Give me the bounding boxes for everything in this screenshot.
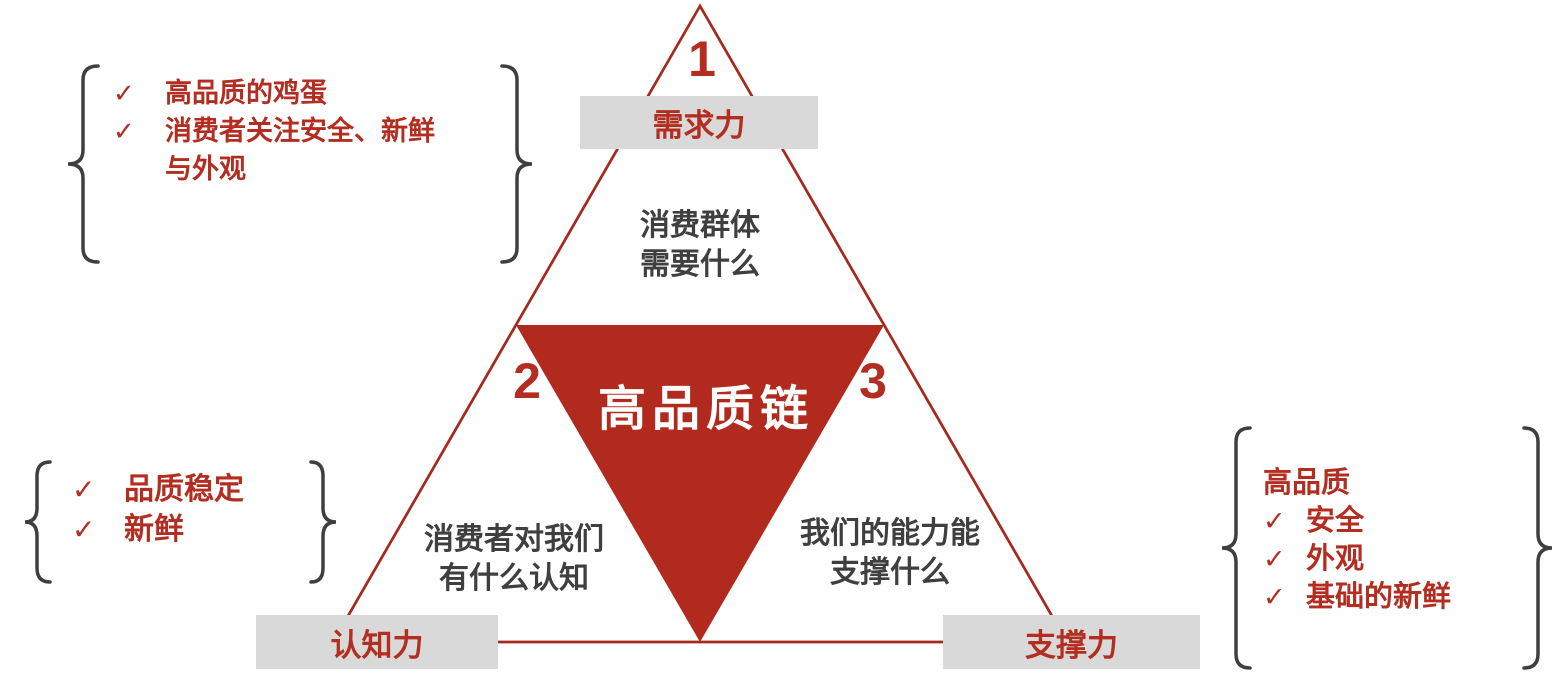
check-icon: ✓ — [1263, 582, 1286, 612]
list-item: ✓ 安全 — [1263, 502, 1451, 540]
bottom-left-close-brace — [309, 460, 337, 584]
check-icon: ✓ — [1263, 544, 1286, 574]
list-item: 与外观 — [113, 150, 435, 188]
list-item-text: 品质稳定 — [124, 473, 244, 506]
support-question: 我们的能力能 支撑什么 — [800, 517, 980, 589]
vertex-number-right: 3 — [859, 353, 887, 409]
top-left-close-brace — [500, 64, 533, 264]
bottom-left-annotation: ✓ 品质稳定 ✓ 新鲜 — [72, 470, 244, 550]
brace-group — [24, 64, 1553, 670]
list-item: ✓ 消费者关注安全、新鲜 — [113, 112, 435, 150]
list-item-text: 安全 — [1306, 505, 1365, 537]
demand-label: 需求力 — [652, 108, 746, 143]
cognition-question: 消费者对我们 有什么认知 — [424, 523, 604, 595]
top-left-open-brace — [67, 64, 100, 264]
bottom-left-open-brace — [24, 460, 52, 584]
inner-triangle — [516, 325, 884, 642]
list-item: 高品质 — [1263, 464, 1451, 502]
demand-question: 消费群体 需要什么 — [640, 209, 760, 281]
vertex-number-top: 1 — [688, 31, 716, 87]
list-item-text: 高品质 — [1263, 467, 1351, 499]
right-annotation: 高品质 ✓ 安全 ✓ 外观 ✓ 基础的新鲜 — [1263, 464, 1451, 616]
demand-label-box: 需求力 — [580, 96, 818, 149]
support-label-box: 支撑力 — [943, 615, 1200, 669]
list-item-text: 与外观 — [165, 154, 246, 184]
right-open-brace — [1221, 426, 1252, 670]
list-item-text: 外观 — [1306, 543, 1365, 575]
list-item-text: 新鲜 — [124, 513, 184, 546]
support-label: 支撑力 — [1025, 627, 1118, 663]
list-item-text: 基础的新鲜 — [1306, 581, 1452, 613]
check-icon: ✓ — [1263, 506, 1286, 536]
cognition-label-box: 认知力 — [256, 615, 498, 669]
list-item: ✓ 品质稳定 — [72, 470, 244, 510]
list-item: ✓ 外观 — [1263, 540, 1451, 578]
check-icon: ✓ — [72, 514, 96, 545]
list-item: ✓ 高品质的鸡蛋 — [113, 74, 435, 112]
check-icon: ✓ — [113, 78, 135, 108]
center-title: 高品质链 — [597, 383, 815, 436]
check-icon: ✓ — [113, 116, 135, 146]
list-item: ✓ 新鲜 — [72, 510, 244, 550]
right-close-brace — [1522, 426, 1553, 670]
check-icon: ✓ — [72, 474, 96, 505]
cognition-label: 认知力 — [330, 627, 424, 663]
top-left-annotation: ✓ 高品质的鸡蛋 ✓ 消费者关注安全、新鲜 与外观 — [113, 74, 435, 188]
vertex-number-left: 2 — [513, 353, 541, 409]
list-item-text: 消费者关注安全、新鲜 — [165, 116, 435, 146]
list-item-text: 高品质的鸡蛋 — [165, 78, 327, 108]
list-item: ✓ 基础的新鲜 — [1263, 578, 1451, 616]
